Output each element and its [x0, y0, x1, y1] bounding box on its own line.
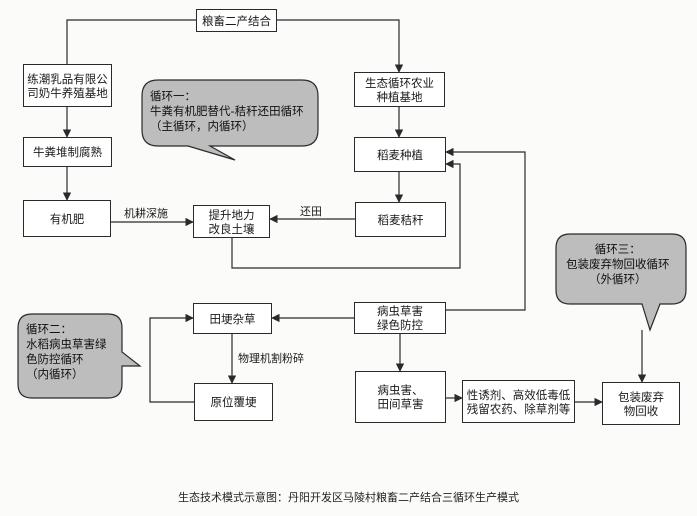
node-dairy-farm: 练潮乳品有限公 司奶牛养殖基地: [23, 64, 112, 107]
node-straw: 稻麦秸秆: [355, 202, 446, 237]
node-grain-livestock: 粮畜二产结合: [196, 9, 277, 32]
callout-loop3-shape: [555, 233, 687, 332]
node-in-situ-cover: 原位覆埂: [194, 383, 273, 421]
edge-label-return-field: 还田: [300, 205, 322, 218]
node-soil-improvement: 提升地力 改良土壤: [193, 205, 270, 238]
callout-loop2-text: 循环二： 水稻病虫草害绿 色防控循环 （内循环）: [26, 322, 107, 381]
node-pest-green-control: 病虫草害 绿色防控: [354, 302, 446, 334]
node-field-weeds: 田埂杂草: [193, 303, 272, 334]
node-pesticides: 性诱剂、高效低毒低 残留农药、除草剂等: [462, 380, 575, 423]
node-organic-fertilizer: 有机肥: [23, 200, 111, 237]
node-pest-field-weeds: 病虫害、 田间草害: [355, 371, 446, 423]
node-rice-wheat: 稻麦种植: [354, 137, 446, 172]
node-manure-compost: 牛粪堆制腐熟: [23, 137, 112, 167]
callout-loop3-text: 循环三： 包装废弃物回收循环 （外循环）: [566, 242, 670, 286]
edge-label-deep-till: 机耕深施: [124, 207, 168, 220]
node-packaging-recycle: 包装废弃 物回收: [602, 382, 680, 425]
edge-label-crush: 物理机割粉碎: [238, 352, 304, 365]
node-eco-planting-base: 生态循环农业 种植基地: [354, 72, 445, 107]
callout-loop1-text: 循环一： 牛粪有机肥替代-秸秆还田循环 （主循环，内循环）: [150, 89, 304, 133]
callout-loop1-shape: [141, 79, 319, 161]
callout-loop2-shape: [17, 313, 142, 399]
figure-caption: 生态技术模式示意图：丹阳开发区马陵村粮畜二产结合三循环生产模式: [178, 491, 519, 504]
